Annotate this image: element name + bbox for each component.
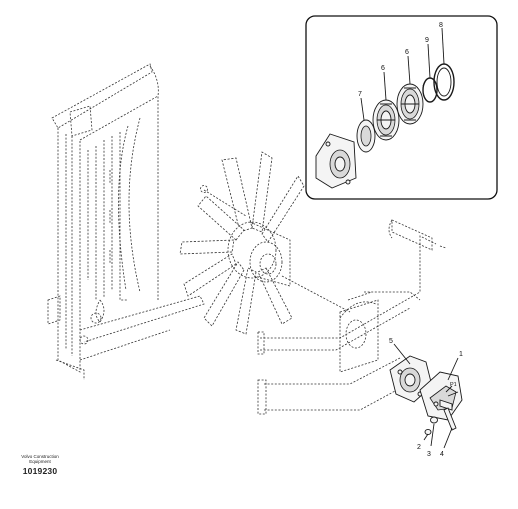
callout-7: 7 bbox=[358, 91, 362, 98]
detail-inset bbox=[305, 15, 498, 200]
callout-3: 3 bbox=[427, 451, 431, 458]
callout-p1: P1 bbox=[450, 382, 457, 388]
callout-6-front: 6 bbox=[381, 65, 385, 72]
leader-lines bbox=[393, 343, 459, 449]
callout-labels: 1 2 3 4 5 6 6 7 8 9 P1 bbox=[358, 22, 463, 458]
callout-4: 4 bbox=[440, 451, 444, 458]
brand-line-1: Volvo Construction bbox=[21, 454, 59, 459]
tensioner-assembly bbox=[389, 355, 463, 436]
figure-credit: Volvo Construction Equipment 1019230 bbox=[8, 454, 72, 476]
callout-6-rear: 6 bbox=[405, 49, 409, 56]
radiator-frame bbox=[47, 63, 205, 380]
fan bbox=[179, 151, 351, 335]
figure-id: 1019230 bbox=[22, 466, 58, 476]
callout-2: 2 bbox=[417, 444, 421, 451]
callout-8: 8 bbox=[439, 22, 443, 29]
callout-9: 9 bbox=[425, 37, 429, 44]
pipe-assembly bbox=[257, 219, 447, 415]
brand-line-2: Equipment bbox=[29, 459, 51, 464]
callout-5: 5 bbox=[389, 338, 393, 345]
callout-1: 1 bbox=[459, 351, 463, 358]
